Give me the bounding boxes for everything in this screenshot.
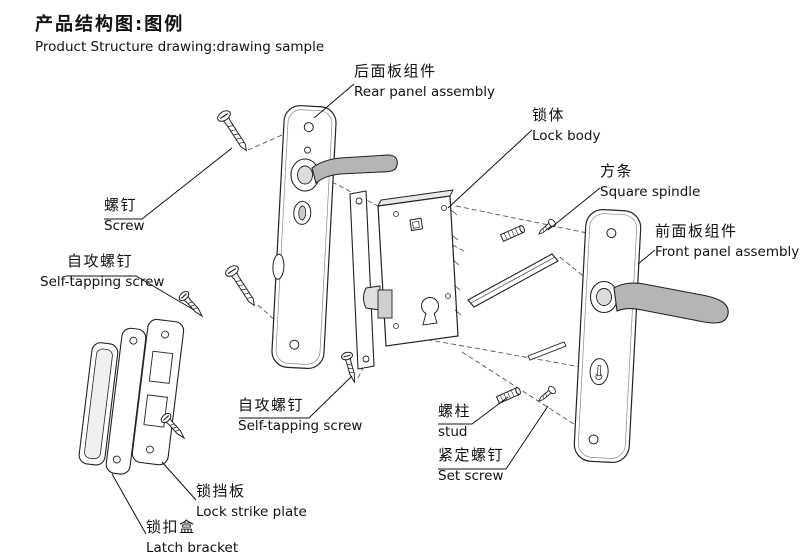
page-title-en: Product Structure drawing:drawing sample — [35, 39, 325, 55]
leader-latch-bracket — [111, 473, 147, 535]
label-self-tapping-screw-bottom: 自攻螺钉 Self-tapping screw — [238, 396, 362, 435]
label-self-tapping-left-zh: 自攻螺钉 — [67, 252, 134, 270]
lock-faceplate-drawing — [349, 190, 375, 370]
leader-lock-body — [447, 129, 533, 209]
label-self-tapping-left-en: Self-tapping screw — [40, 273, 165, 290]
label-latch-bracket: 锁扣盒 Latch bracket — [146, 518, 238, 557]
label-stud-en: stud — [438, 423, 468, 440]
page-title-zh: 产品结构图:图例 — [35, 14, 185, 35]
label-square-spindle-zh: 方条 — [600, 162, 634, 180]
label-self-tapping-screw-left: 自攻螺钉 Self-tapping screw — [40, 252, 164, 291]
label-screw-zh: 螺钉 — [104, 196, 138, 214]
latch-bracket-drawing — [78, 327, 147, 475]
label-stud: 螺柱 stud — [438, 402, 471, 441]
label-lock-body-en: Lock body — [532, 127, 601, 144]
lock-body-drawing — [363, 189, 462, 347]
label-rear-panel-zh: 后面板组件 — [354, 62, 437, 80]
leader-strike-plate — [161, 461, 197, 501]
label-strike-plate-zh: 锁挡板 — [196, 482, 246, 500]
rear-panel-drawing — [271, 105, 398, 370]
label-self-tapping-bottom-zh: 自攻螺钉 — [238, 396, 305, 414]
stud-drawing-top — [500, 224, 526, 242]
stud-drawing-bottom — [496, 386, 522, 404]
label-self-tapping-bottom-en: Self-tapping screw — [238, 417, 363, 434]
label-screw: 螺钉 Screw — [104, 196, 145, 235]
leader-stud — [438, 396, 509, 425]
screw-drawing-top — [215, 107, 253, 155]
set-screw-drawing-bottom — [535, 384, 558, 405]
label-set-screw-zh: 紧定螺钉 — [438, 446, 505, 464]
screw-drawing-mid — [223, 262, 261, 310]
lock-strike-plate-drawing — [131, 318, 185, 466]
label-front-panel-zh: 前面板组件 — [655, 222, 738, 240]
label-front-panel-assembly: 前面板组件 Front panel assembly — [655, 222, 799, 261]
front-panel-drawing — [573, 209, 729, 464]
label-lock-strike-plate: 锁挡板 Lock strike plate — [196, 482, 307, 521]
leader-set-screw — [438, 405, 549, 470]
leader-square-spindle — [547, 187, 601, 231]
leader-front-panel — [637, 249, 656, 265]
leader-self-tapping-left — [66, 275, 195, 311]
label-latch-bracket-en: Latch bracket — [146, 539, 239, 556]
title-block: 产品结构图:图例 Product Structure drawing:drawi… — [35, 10, 324, 55]
leader-screw — [104, 147, 233, 220]
leader-self-tapping-bottom — [239, 375, 353, 419]
label-lock-body-zh: 锁体 — [532, 106, 566, 124]
label-lock-body: 锁体 Lock body — [532, 106, 600, 145]
square-spindle-drawing — [467, 253, 567, 361]
label-latch-bracket-zh: 锁扣盒 — [146, 518, 196, 536]
self-tapping-screw-drawing-left-top — [176, 289, 207, 321]
label-screw-en: Screw — [104, 217, 145, 234]
label-front-panel-en: Front panel assembly — [655, 243, 800, 260]
label-rear-panel-en: Rear panel assembly — [354, 83, 496, 100]
label-square-spindle-en: Square spindle — [600, 183, 701, 200]
leader-lines — [66, 83, 656, 535]
label-set-screw: 紧定螺钉 Set screw — [438, 446, 504, 485]
label-square-spindle: 方条 Square spindle — [600, 162, 700, 201]
label-set-screw-en: Set screw — [438, 467, 504, 484]
set-screw-drawing-top — [535, 217, 558, 238]
label-strike-plate-en: Lock strike plate — [196, 503, 307, 520]
label-stud-zh: 螺柱 — [438, 402, 472, 420]
label-rear-panel-assembly: 后面板组件 Rear panel assembly — [354, 62, 495, 101]
leader-rear-panel — [313, 83, 355, 119]
